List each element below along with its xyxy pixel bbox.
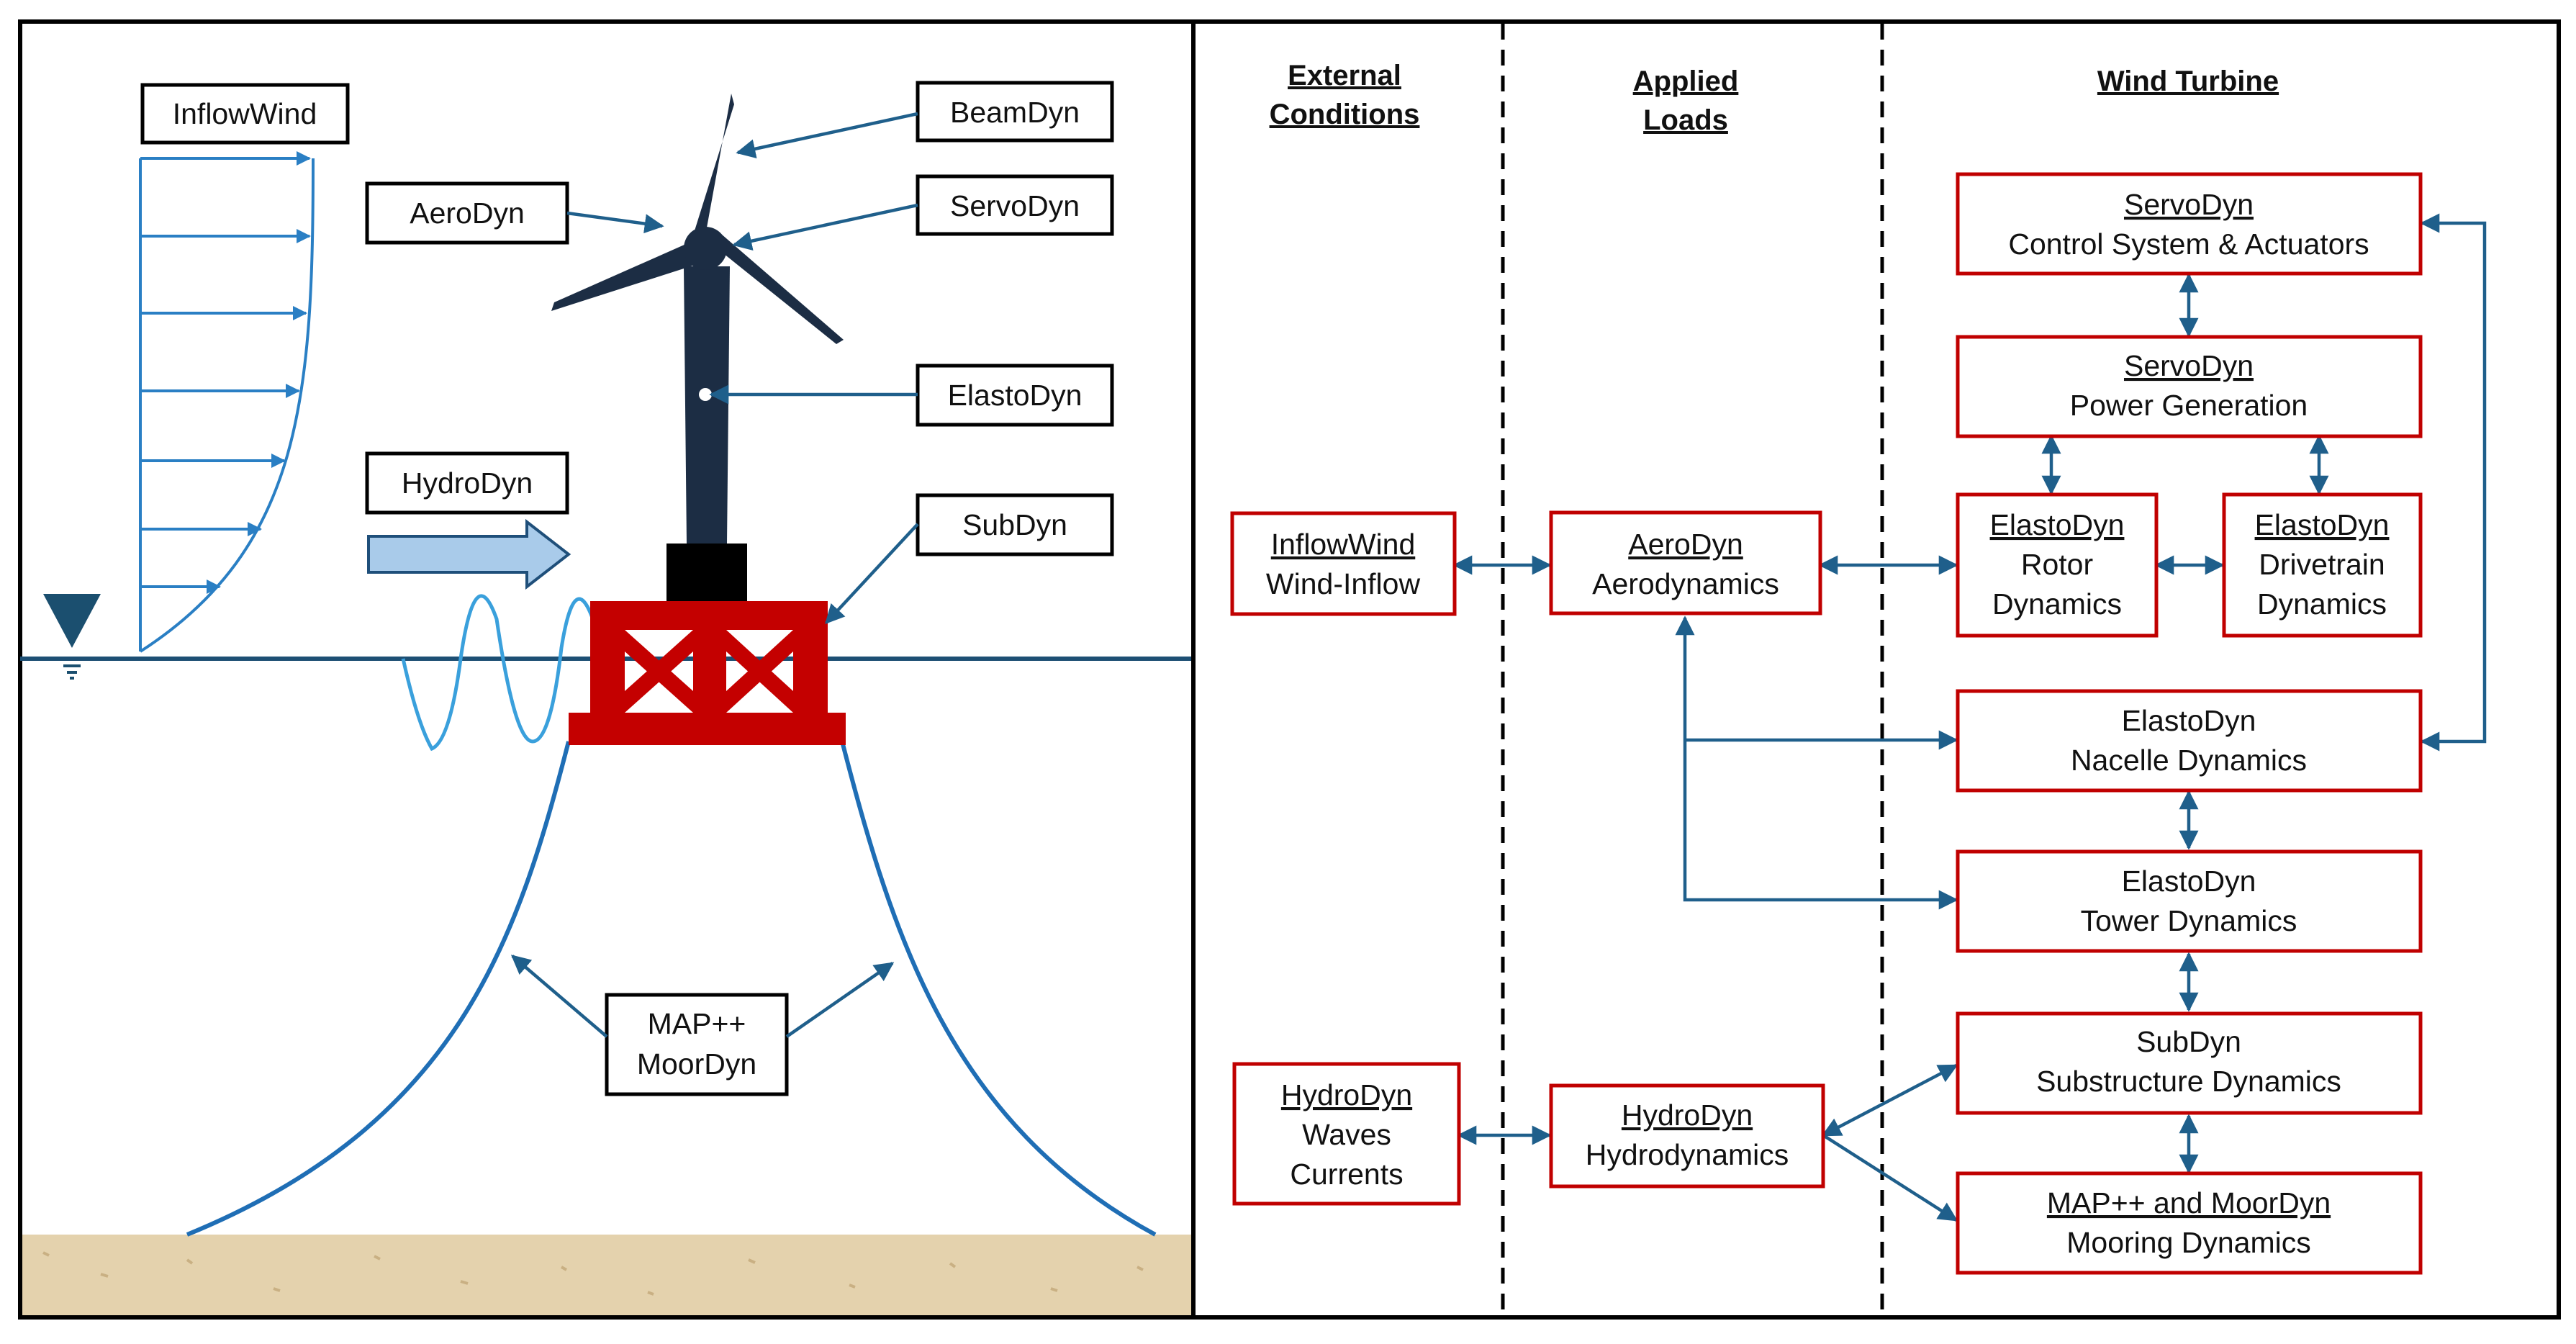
- svg-text:HydroDyn: HydroDyn: [1622, 1099, 1753, 1132]
- label-pointers: [510, 112, 919, 1038]
- label-mooring: MAP++ MoorDyn: [605, 993, 789, 1096]
- blade-upper: [692, 94, 734, 243]
- label-inflowwind: InflowWind: [140, 83, 350, 145]
- box-elastodyn-nacelle: ElastoDyn Nacelle Dynamics: [1956, 689, 2423, 793]
- tower: [684, 266, 730, 544]
- svg-text:InflowWind: InflowWind: [173, 97, 317, 130]
- flowchart-panel: External Conditions Applied Loads Wind T…: [1191, 19, 2561, 1320]
- svg-text:Wind-Inflow: Wind-Inflow: [1266, 567, 1421, 600]
- svg-text:ServoDyn: ServoDyn: [2124, 188, 2254, 221]
- svg-text:MAP++: MAP++: [648, 1007, 746, 1040]
- box-hydrodyn-external: HydroDyn Waves Currents: [1232, 1062, 1461, 1206]
- svg-text:AeroDyn: AeroDyn: [410, 197, 525, 230]
- label-elastodyn: ElastoDyn: [916, 364, 1114, 427]
- svg-text:SubDyn: SubDyn: [962, 508, 1067, 541]
- seabed-texture: [42, 1251, 1144, 1296]
- ocean-waves: [401, 594, 600, 752]
- svg-text:Power Generation: Power Generation: [2070, 389, 2308, 422]
- box-servodyn-power: ServoDyn Power Generation: [1956, 335, 2423, 438]
- svg-text:ElastoDyn: ElastoDyn: [2122, 865, 2256, 898]
- wind-profile: [139, 151, 315, 653]
- svg-text:Drivetrain: Drivetrain: [2259, 548, 2385, 581]
- box-inflowwind: InflowWind Wind-Inflow: [1230, 511, 1457, 616]
- svg-text:Mooring Dynamics: Mooring Dynamics: [2066, 1226, 2311, 1259]
- box-aerodyn: AeroDyn Aerodynamics: [1549, 510, 1822, 615]
- box-servodyn-control: ServoDyn Control System & Actuators: [1956, 172, 2423, 276]
- svg-text:SubDyn: SubDyn: [2136, 1025, 2241, 1058]
- svg-text:ElastoDyn: ElastoDyn: [948, 379, 1083, 412]
- svg-text:Currents: Currents: [1290, 1158, 1403, 1191]
- box-elastodyn-drivetrain: ElastoDyn Drivetrain Dynamics: [2222, 492, 2423, 638]
- svg-text:Dynamics: Dynamics: [2257, 587, 2387, 621]
- box-elastodyn-rotor: ElastoDyn Rotor Dynamics: [1956, 492, 2159, 638]
- svg-text:HydroDyn: HydroDyn: [402, 466, 533, 500]
- label-beamdyn: BeamDyn: [916, 81, 1114, 143]
- wind-turbine: [551, 94, 844, 544]
- blade-left: [551, 241, 700, 311]
- svg-text:Dynamics: Dynamics: [1992, 587, 2122, 621]
- svg-text:Conditions: Conditions: [1270, 99, 1420, 130]
- svg-text:Substructure Dynamics: Substructure Dynamics: [2036, 1065, 2341, 1098]
- svg-text:Applied: Applied: [1633, 66, 1739, 97]
- label-servodyn: ServoDyn: [916, 174, 1114, 236]
- flow-connectors: [1452, 213, 2487, 1222]
- seabed: [22, 1235, 1191, 1315]
- svg-text:ElastoDyn: ElastoDyn: [2122, 704, 2256, 737]
- svg-text:Wind Turbine: Wind Turbine: [2097, 66, 2279, 97]
- svg-text:BeamDyn: BeamDyn: [950, 96, 1080, 129]
- svg-text:ServoDyn: ServoDyn: [950, 189, 1080, 222]
- header-wind-turbine: Wind Turbine: [2097, 66, 2279, 97]
- header-external-conditions: External Conditions: [1270, 60, 1420, 130]
- box-subdyn: SubDyn Substructure Dynamics: [1956, 1011, 2423, 1115]
- illustration-panel: InflowWind AeroDyn BeamDyn ServoDyn Elas…: [18, 19, 1196, 1320]
- svg-text:Control System & Actuators: Control System & Actuators: [2008, 227, 2369, 261]
- svg-text:Waves: Waves: [1302, 1118, 1391, 1151]
- svg-text:Aerodynamics: Aerodynamics: [1592, 567, 1779, 600]
- blade-right: [713, 234, 844, 344]
- water-level-symbol: [43, 594, 101, 648]
- mooring-lines: [186, 741, 1157, 1237]
- label-aerodyn: AeroDyn: [365, 181, 569, 245]
- svg-text:InflowWind: InflowWind: [1271, 528, 1416, 561]
- header-applied-loads: Applied Loads: [1633, 66, 1739, 136]
- svg-text:Nacelle Dynamics: Nacelle Dynamics: [2071, 744, 2307, 777]
- floating-platform: [569, 601, 846, 745]
- svg-text:Tower Dynamics: Tower Dynamics: [2081, 904, 2297, 937]
- hub: [684, 227, 727, 270]
- label-subdyn: SubDyn: [916, 493, 1114, 556]
- svg-text:MAP++ and MoorDyn: MAP++ and MoorDyn: [2047, 1186, 2331, 1219]
- tower-point: [699, 388, 712, 401]
- svg-text:ElastoDyn: ElastoDyn: [2255, 508, 2390, 541]
- svg-text:External: External: [1288, 60, 1401, 91]
- svg-text:ElastoDyn: ElastoDyn: [1990, 508, 2125, 541]
- box-mooring: MAP++ and MoorDyn Mooring Dynamics: [1956, 1171, 2423, 1275]
- svg-text:AeroDyn: AeroDyn: [1628, 528, 1743, 561]
- svg-text:ServoDyn: ServoDyn: [2124, 349, 2254, 382]
- label-hydrodyn: HydroDyn: [365, 451, 569, 515]
- svg-text:MoorDyn: MoorDyn: [637, 1047, 756, 1081]
- hydrodyn-flow-arrow: [367, 518, 571, 590]
- box-hydrodyn-loads: HydroDyn Hydrodynamics: [1549, 1083, 1825, 1189]
- svg-text:Rotor: Rotor: [2021, 548, 2093, 581]
- svg-text:Loads: Loads: [1643, 104, 1728, 136]
- svg-text:HydroDyn: HydroDyn: [1281, 1078, 1412, 1111]
- transition-piece: [666, 544, 747, 601]
- box-elastodyn-tower: ElastoDyn Tower Dynamics: [1956, 849, 2423, 953]
- svg-text:Hydrodynamics: Hydrodynamics: [1586, 1138, 1789, 1171]
